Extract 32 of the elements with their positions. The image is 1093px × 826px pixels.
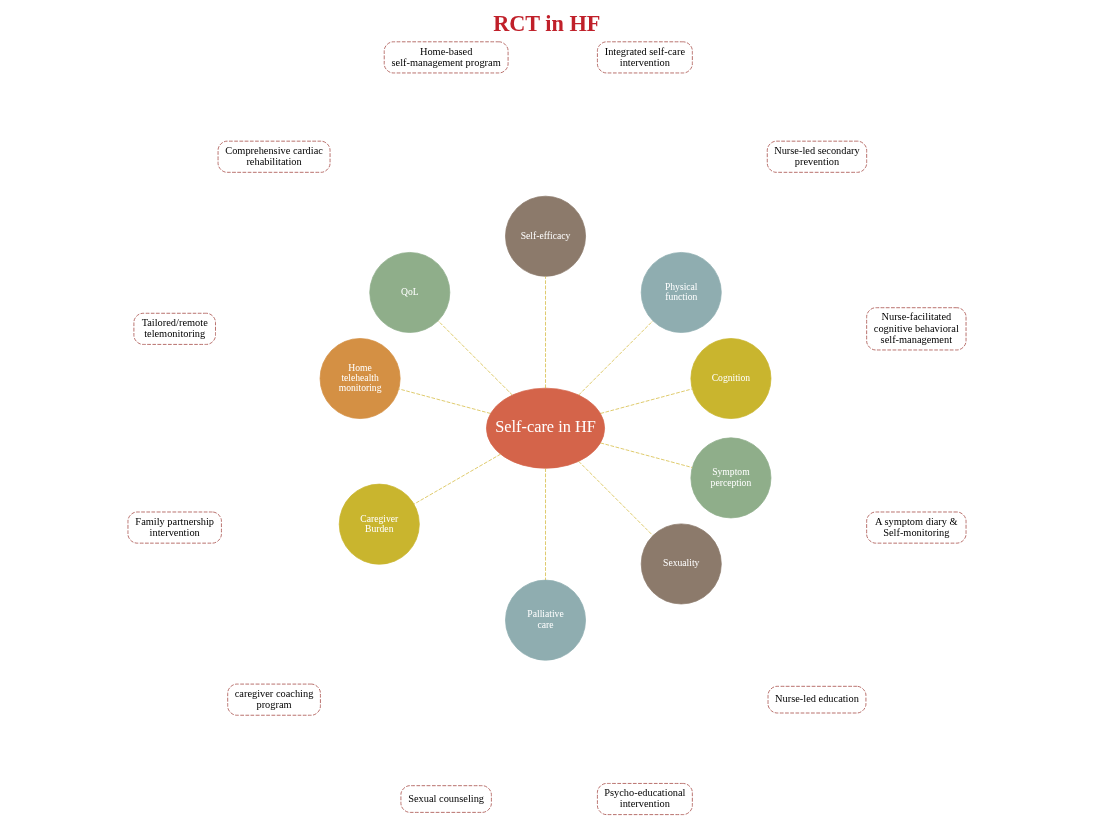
node-circle: Caregiver Burden	[338, 483, 420, 565]
node-box: Sexual counseling	[400, 785, 492, 813]
node-circle: Cognition	[690, 338, 771, 419]
connector	[599, 442, 693, 468]
node-box: Home-based self-management program	[383, 41, 508, 74]
connector	[437, 320, 513, 396]
node-box: Family partnership intervention	[127, 511, 222, 544]
node-box: Nurse-led education	[767, 685, 866, 714]
node-box: Nurse-led secondary prevention	[766, 140, 867, 173]
connector	[398, 388, 491, 414]
connector	[599, 388, 693, 414]
diagram-title: RCT in HF	[492, 11, 600, 37]
node-circle: Sexuality	[640, 523, 722, 605]
node-box: caregiver coaching program	[226, 683, 321, 716]
connector	[413, 453, 501, 505]
connector	[577, 461, 653, 536]
node-circle: Self-efficacy	[504, 195, 586, 277]
node-box: Nurse-facilitated cognitive behavioral self-management	[865, 307, 966, 351]
node-circle: Home telehealth monitoring	[319, 338, 401, 419]
node-box: A symptom diary & Self-monitoring	[865, 511, 966, 544]
node-box: Psycho-educational intervention	[596, 783, 693, 815]
connector	[577, 320, 653, 396]
node-box: Tailored/remote telemonitoring	[133, 312, 216, 345]
node-ellipse: Self-care in HF	[485, 387, 605, 469]
node-circle: Physical function	[640, 252, 722, 333]
node-box: Comprehensive cardiac rehabilitation	[217, 140, 330, 173]
node-circle: Symptom perception	[690, 437, 771, 519]
node-circle: Palliative care	[504, 579, 586, 661]
node-box: Integrated self-care intervention	[596, 41, 693, 74]
connector	[544, 468, 546, 581]
connector	[544, 276, 546, 389]
node-circle: QoL	[368, 252, 450, 333]
